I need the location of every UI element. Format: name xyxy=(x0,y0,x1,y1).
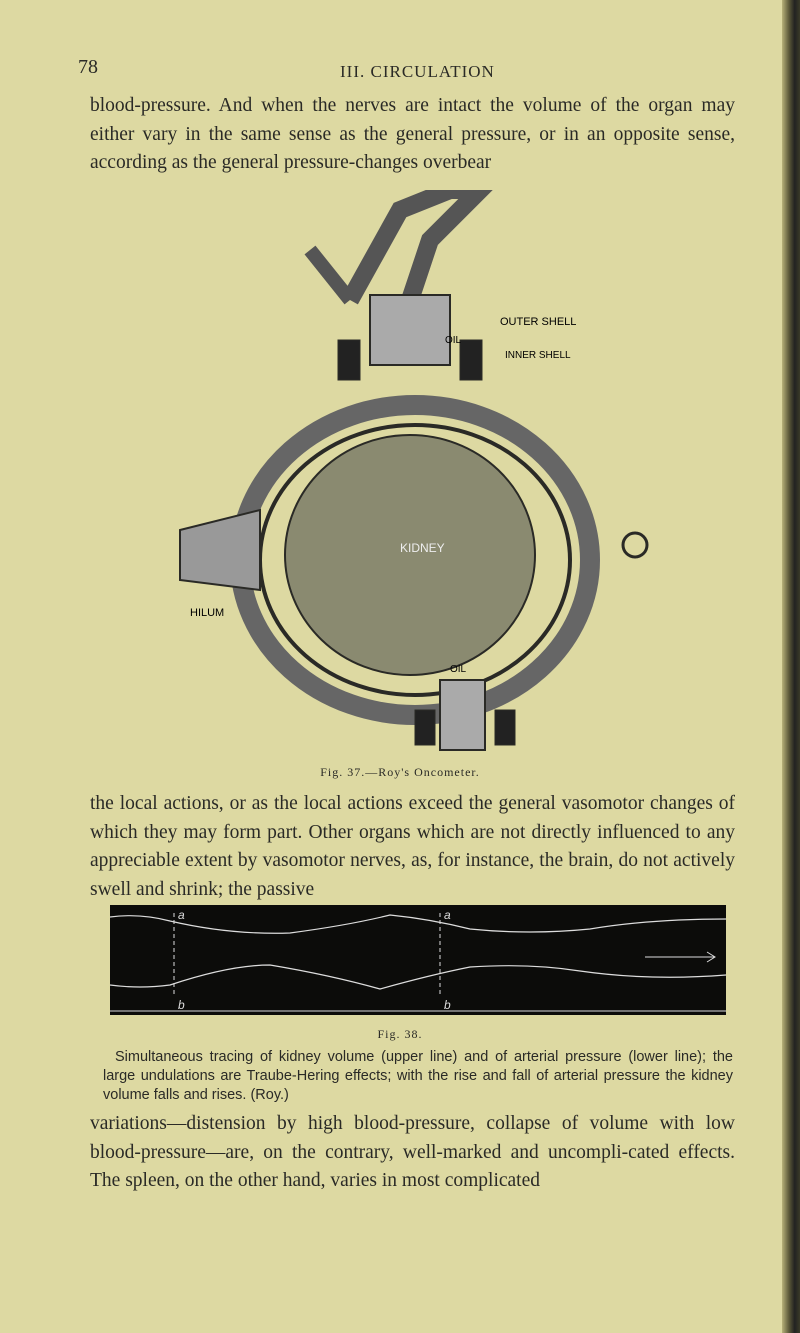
running-head: III. CIRCULATION xyxy=(340,62,495,81)
marker-a-2: a xyxy=(444,908,451,922)
arterial-pressure-trace xyxy=(110,964,726,990)
label-oil-bottom: OIL xyxy=(450,664,467,675)
marker-b-1: b xyxy=(178,998,185,1012)
kidney-volume-trace xyxy=(110,914,726,934)
label-hilum: HILUM xyxy=(190,607,224,619)
book-binding-edge xyxy=(782,0,800,1333)
direction-arrow-icon xyxy=(645,951,716,963)
paragraph-1: blood-pressure. And when the nerves are … xyxy=(90,95,735,173)
paragraph-2: the local actions, or as the local actio… xyxy=(90,793,735,900)
page-number: 78 xyxy=(78,56,98,78)
paragraph-3: variations—distension by high blood-pres… xyxy=(90,1113,735,1191)
figure-37-caption: Fig. 37.—Roy's Oncometer. xyxy=(320,765,480,779)
marker-b-2: b xyxy=(444,998,451,1012)
figure-38-tracing: a a b b xyxy=(110,905,726,1015)
label-kidney: KIDNEY xyxy=(400,541,445,555)
marker-a-1: a xyxy=(178,908,185,922)
figure-38-caption: Fig. 38. xyxy=(377,1027,423,1041)
figure-38-description: Simultaneous tracing of kidney volume (u… xyxy=(103,1049,733,1103)
label-inner-shell: INNER SHELL xyxy=(505,350,571,361)
label-oil-top: OIL xyxy=(445,335,462,346)
label-outer-shell: OUTER SHELL xyxy=(500,316,576,328)
figure-37-oncometer: OUTER SHELL INNER SHELL OIL KIDNEY HILUM… xyxy=(179,190,649,751)
